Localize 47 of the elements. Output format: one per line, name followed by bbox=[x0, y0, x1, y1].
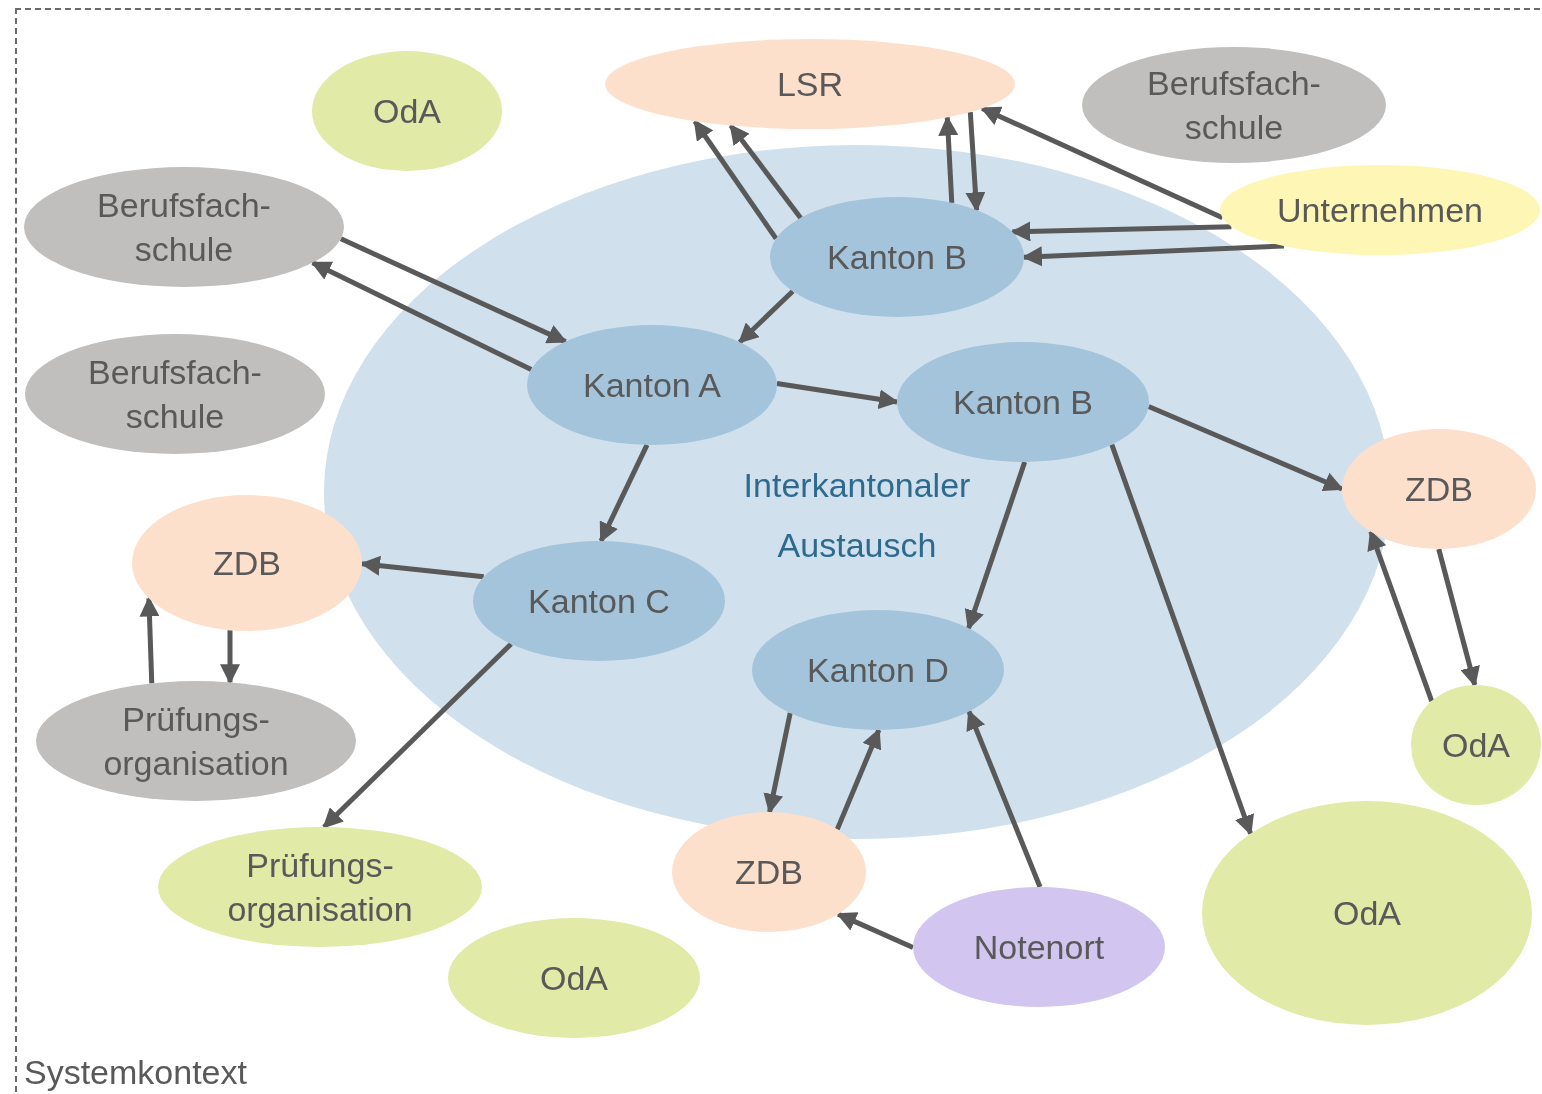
arrow bbox=[980, 106, 1224, 221]
frame-label: Systemkontext bbox=[24, 1052, 247, 1093]
arrow bbox=[964, 461, 1028, 631]
node-label: OdA bbox=[1440, 725, 1511, 766]
node-label: ZDB bbox=[1404, 469, 1474, 510]
node-label: ZDB bbox=[212, 543, 282, 584]
arrow bbox=[692, 119, 779, 241]
arrow bbox=[737, 289, 795, 345]
node-label: ZDB bbox=[734, 852, 804, 893]
arrow bbox=[339, 236, 568, 344]
arrow bbox=[834, 728, 882, 831]
node-label: Interkantonaler Austausch bbox=[742, 465, 972, 566]
node-label: OdA bbox=[371, 91, 442, 132]
arrow bbox=[1010, 221, 1232, 242]
node-label: Prüfungs- organisation bbox=[226, 845, 414, 930]
arrow bbox=[938, 115, 959, 203]
node-label: OdA bbox=[538, 958, 609, 999]
arrow bbox=[763, 712, 793, 814]
arrow bbox=[776, 381, 899, 410]
node-label: Unternehmen bbox=[1276, 190, 1484, 231]
arrow bbox=[1367, 529, 1435, 702]
arrow bbox=[360, 555, 484, 580]
arrow bbox=[1022, 243, 1284, 267]
arrow bbox=[966, 709, 1043, 888]
node-label: Kanton A bbox=[582, 365, 722, 406]
arrow bbox=[139, 596, 160, 684]
arrow bbox=[836, 911, 914, 950]
node-label: Kanton B bbox=[826, 237, 968, 278]
node-label: Kanton D bbox=[806, 650, 950, 691]
system-boundary-frame bbox=[15, 8, 1540, 1092]
node-label: Notenort bbox=[972, 927, 1106, 968]
arrow bbox=[1436, 548, 1480, 687]
arrow bbox=[1147, 404, 1344, 492]
arrow bbox=[598, 443, 650, 543]
arrow bbox=[310, 260, 533, 372]
node-label: Kanton B bbox=[952, 382, 1094, 423]
arrow bbox=[322, 642, 513, 829]
arrow bbox=[965, 111, 986, 213]
node-label: Berufsfach- schule bbox=[96, 185, 272, 270]
node-label: Prüfungs- organisation bbox=[102, 699, 290, 784]
node-label: OdA bbox=[1331, 893, 1402, 934]
arrow bbox=[728, 123, 803, 220]
node-label: LSR bbox=[775, 64, 845, 105]
node-label: Kanton C bbox=[527, 581, 671, 622]
arrow bbox=[1109, 443, 1254, 836]
node-label: Berufsfach- schule bbox=[87, 352, 263, 437]
node-label: Berufsfach- schule bbox=[1146, 63, 1322, 148]
